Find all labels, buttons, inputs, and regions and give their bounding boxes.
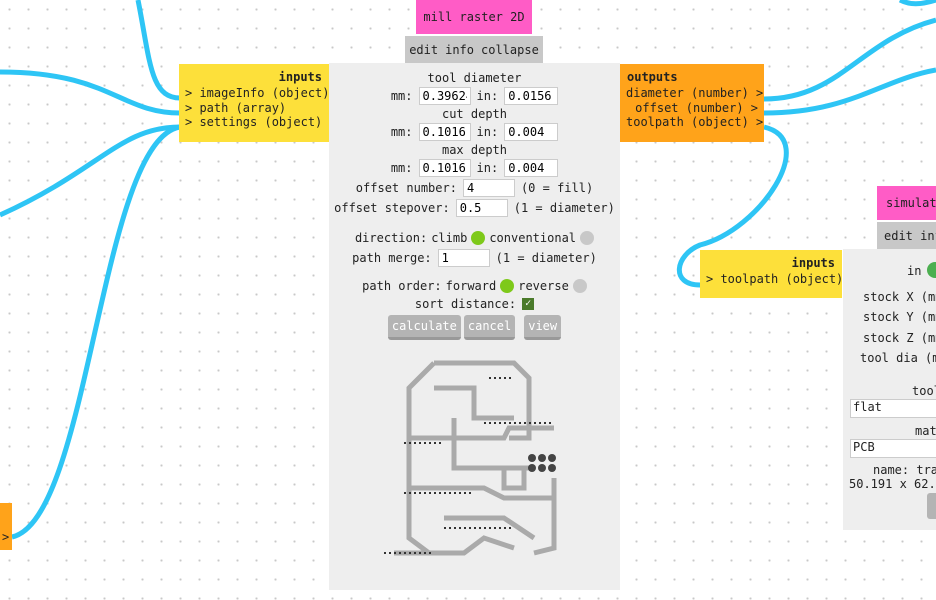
in-radio[interactable] [927,262,936,278]
input-port-path[interactable]: > path (array) [185,100,287,115]
direction-label: direction: [354,231,428,245]
offset-number-input[interactable] [462,179,515,197]
output-port-diameter[interactable]: diameter (number) > [626,86,764,100]
mm-label: mm: [390,125,413,139]
sim-node-panel: in stock X (mm stock Y (mm stock Z (mm t… [843,249,936,530]
cancel-button[interactable]: cancel [463,314,516,340]
mill-outputs: outputs diameter (number) > offset (numb… [620,64,764,142]
in-label: in [907,264,922,278]
cut-depth-label: cut depth [441,107,508,121]
name-label: name: tra [873,463,936,477]
sim-node-menu[interactable]: edit inf [877,222,936,249]
reverse-radio[interactable] [572,279,587,293]
cut-depth-mm-input[interactable] [418,123,471,141]
offset-stepover-hint: (1 = diameter) [513,201,615,215]
tool-label: tool [912,384,936,398]
mm-label: mm: [390,89,413,103]
view-button[interactable] [927,493,936,519]
material-select[interactable]: PCB [850,439,936,458]
tool-dia-label: tool dia (m [860,351,936,365]
mill-node-panel: tool diameter mm: in: cut depth mm: in: ma… [329,63,620,590]
toolpath-preview [384,360,557,556]
in-label: in: [476,125,499,139]
cut-depth-in-input[interactable] [504,123,559,141]
path-merge-hint: (1 = diameter) [495,251,597,265]
wire [898,0,936,7]
offset-number-hint: (0 = fill) [520,181,594,195]
collapse-link[interactable]: collapse [481,42,539,57]
wire [676,124,789,288]
stock-z-label: stock Z (mm [863,331,936,345]
in-label: in: [476,161,499,175]
offset-stepover-label: offset stepover: [334,201,450,215]
offset-stepover-input[interactable] [455,199,508,217]
input-port-imageinfo[interactable]: > imageInfo (object) [185,86,330,100]
material-label: mat [915,424,936,438]
wire [11,124,181,540]
climb-label: climb [431,231,468,245]
path-merge-label: path merge: [352,251,432,265]
max-depth-mm-input[interactable] [418,159,471,177]
tool-diameter-in-input[interactable] [504,87,559,105]
forward-radio[interactable] [500,279,515,293]
tool-diameter-mm-input[interactable] [418,87,471,105]
sort-distance-label: sort distance: [414,297,517,311]
conventional-radio[interactable] [580,231,595,245]
max-depth-in-input[interactable] [504,159,559,177]
input-port-settings[interactable]: > settings (object) [185,115,323,129]
output-port-toolpath[interactable]: toolpath (object) > [626,115,764,129]
info-link[interactable]: info [445,42,474,57]
inputs-header: inputs [791,256,835,270]
left-output-port[interactable]: > [0,503,12,550]
outputs-header: outputs [627,70,678,84]
climb-radio[interactable] [471,231,486,245]
max-depth-label: max depth [441,143,508,157]
mill-node-menu: edit info collapse [405,36,543,63]
sort-distance-checkbox[interactable]: ✓ [522,298,535,310]
sim-inputs: inputs > toolpath (object) [700,250,844,298]
left-port-label: > [2,530,10,544]
conventional-label: conventional [489,231,577,245]
path-order-label: path order: [362,279,442,293]
wire [0,69,181,116]
reverse-label: reverse [518,279,569,293]
wire [0,124,181,218]
tool-diameter-label: tool diameter [427,71,522,85]
offset-number-label: offset number: [355,181,457,195]
sim-node-title[interactable]: simulat [877,186,936,220]
forward-label: forward [445,279,497,293]
mill-inputs: inputs > imageInfo (object) > path (arra… [179,64,330,142]
wire [763,17,936,102]
path-merge-input[interactable] [437,249,490,267]
wire [135,0,181,101]
mm-label: mm: [390,161,413,175]
mill-node-title[interactable]: mill raster 2D [416,0,532,34]
input-port-toolpath[interactable]: > toolpath (object) [706,272,844,286]
stock-x-label: stock X (mm [863,290,936,304]
edit-link[interactable]: edit [409,42,439,57]
tool-select[interactable]: flat [850,399,936,418]
view-button[interactable]: view [524,314,562,340]
wire [763,67,936,116]
stock-y-label: stock Y (mm [863,310,936,324]
size-label: 50.191 x 62.1 [849,477,936,491]
in-label: in: [476,89,499,103]
calculate-button[interactable]: calculate [387,314,461,340]
output-port-offset[interactable]: offset (number) > [635,100,758,115]
inputs-header: inputs [278,70,322,84]
